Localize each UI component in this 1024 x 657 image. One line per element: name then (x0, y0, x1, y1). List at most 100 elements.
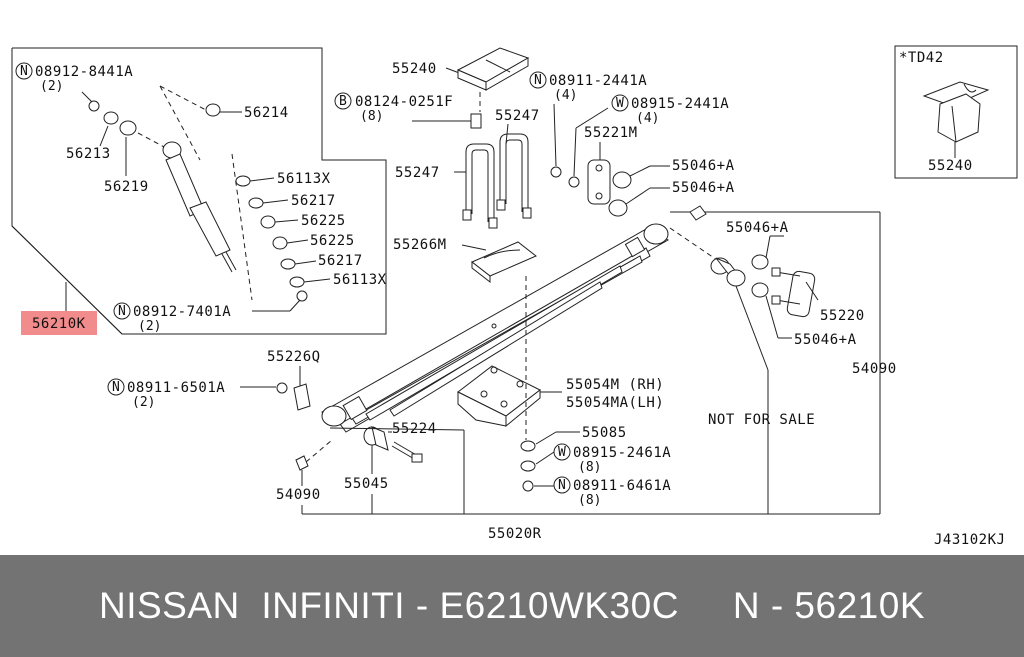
washer-icon (520, 460, 536, 472)
footer-part-info: NISSAN INFINITI - E6210WK30C N - 56210K (99, 585, 925, 626)
part-label: 55020R (488, 526, 542, 542)
part-callout-55046a-3[interactable]: 55046+A (726, 220, 789, 236)
bolt-callout-08124-0251f[interactable]: B 08124-0251F (8) (334, 92, 453, 124)
nut-badge-icon (113, 302, 131, 320)
part-label: 55046+A (672, 180, 735, 196)
part-callout-55247-lower[interactable]: 55247 (395, 165, 440, 181)
bushing-icon (272, 236, 288, 250)
part-callout-56225-upper[interactable]: 56225 (301, 213, 346, 229)
part-callout-55054m-rh[interactable]: 55054M (RH) (566, 377, 664, 393)
part-callout-55054ma-lh[interactable]: 55054MA(LH) (566, 395, 664, 411)
washer-icon (103, 111, 119, 125)
inset-title-label: *TD42 (899, 50, 944, 66)
part-label: 55054M (RH) (566, 377, 664, 393)
nut-callout-08911-2441a[interactable]: N 08911-2441A (4) (529, 71, 647, 103)
shock-absorber (162, 141, 237, 273)
nut-icon (276, 382, 288, 394)
inset-title: *TD42 (899, 50, 944, 66)
part-label: 55045 (344, 476, 389, 492)
part-label: 56225 (310, 233, 355, 249)
part-callout-56225-lower[interactable]: 56225 (310, 233, 355, 249)
nut-callout-08911-6501a[interactable]: N 08911-6501A (2) (107, 378, 225, 410)
nut-callout-08911-6461a[interactable]: N 08911-6461A (8) (553, 476, 671, 508)
part-label: 08911-2441A (549, 73, 647, 89)
badge-letter: N (20, 64, 28, 79)
washer-callout-08915-2461a[interactable]: W 08915-2461A (8) (553, 443, 671, 475)
part-label: 55226Q (267, 349, 321, 365)
part-callout-56113x-upper[interactable]: 56113X (277, 171, 331, 187)
part-callout-54090-right[interactable]: 54090 (852, 361, 897, 377)
spring-pad (471, 241, 537, 284)
badge-letter: N (558, 478, 566, 493)
washer-icon (568, 176, 580, 188)
shackle-plate (587, 159, 611, 205)
quantity-label: (2) (138, 319, 161, 334)
part-label: 55220 (820, 308, 865, 324)
washer-icon (235, 175, 251, 187)
part-callout-55247-upper[interactable]: 55247 (495, 108, 540, 124)
part-callout-56219[interactable]: 56219 (104, 179, 149, 195)
inset-frame (894, 45, 1018, 179)
leaf-spring (320, 223, 669, 433)
part-callout-55046a-4[interactable]: 55046+A (794, 332, 857, 348)
inset-bump-stop-icon (922, 81, 990, 143)
part-callout-55045[interactable]: 55045 (344, 476, 389, 492)
part-callout-55046a-2[interactable]: 55046+A (672, 180, 735, 196)
part-callout-56217-lower[interactable]: 56217 (318, 253, 363, 269)
part-label: 08912-8441A (35, 64, 133, 80)
part-label: 56217 (291, 193, 336, 209)
part-callout-56213[interactable]: 56213 (66, 146, 111, 162)
inset-part-callout-55240[interactable]: 55240 (928, 158, 973, 174)
part-label: 08915-2461A (573, 445, 671, 461)
washer-icon (280, 258, 296, 270)
quantity-label: (8) (578, 493, 601, 508)
part-callout-56214[interactable]: 56214 (244, 105, 289, 121)
part-callout-54090-left[interactable]: 54090 (276, 487, 321, 503)
clip-icon (689, 205, 707, 221)
washer-icon (289, 276, 305, 288)
quantity-label: (4) (636, 111, 659, 126)
bolt-icon (470, 113, 482, 129)
washer-badge-icon (611, 94, 629, 112)
nut-badge-icon (107, 378, 125, 396)
nut-callout-08912-7401a[interactable]: N 08912-7401A (2) (113, 302, 231, 334)
part-label: 55221M (584, 125, 638, 141)
part-callout-55046a-1[interactable]: 55046+A (672, 158, 735, 174)
part-label: 08912-7401A (133, 304, 231, 320)
part-callout-56210k-highlighted[interactable]: 56210K (21, 311, 97, 335)
badge-letter: N (112, 380, 120, 395)
quantity-label: (8) (578, 460, 601, 475)
part-callout-56113x-lower[interactable]: 56113X (333, 272, 387, 288)
nut-icon (550, 166, 562, 178)
highlight-box (21, 311, 97, 335)
part-label: 54090 (276, 487, 321, 503)
part-callout-55266m[interactable]: 55266M (393, 237, 447, 253)
pin-55224 (391, 441, 423, 463)
part-label: 56210K (32, 316, 86, 332)
bushing-icon (119, 120, 137, 136)
part-callout-55020r[interactable]: 55020R (488, 526, 542, 542)
part-callout-55220[interactable]: 55220 (820, 308, 865, 324)
part-label: 56219 (104, 179, 149, 195)
diagram-code-label: J43102KJ (934, 532, 1005, 548)
part-label: 56113X (277, 171, 331, 187)
nut-callout-08912-8441a[interactable]: N 08912-8441A (2) (15, 62, 133, 94)
part-label: 56217 (318, 253, 363, 269)
part-callout-55226q[interactable]: 55226Q (267, 349, 321, 365)
washer-callout-08915-2441a[interactable]: W 08915-2441A (4) (611, 94, 729, 126)
part-callout-55240[interactable]: 55240 (392, 61, 437, 77)
nut-icon (296, 290, 308, 302)
part-label: 55266M (393, 237, 447, 253)
part-callout-55085[interactable]: 55085 (582, 425, 627, 441)
shackle-55220 (771, 267, 816, 318)
nut-badge-icon (529, 71, 547, 89)
u-bolts (462, 133, 532, 229)
bushing-icon (205, 103, 221, 117)
note-label: NOT FOR SALE (708, 412, 815, 428)
quantity-label: (4) (554, 88, 577, 103)
part-callout-55221m[interactable]: 55221M (584, 125, 638, 141)
badge-letter: B (339, 94, 347, 109)
part-callout-56217-upper[interactable]: 56217 (291, 193, 336, 209)
quantity-label: (8) (360, 109, 383, 124)
spring-seat (457, 365, 541, 428)
